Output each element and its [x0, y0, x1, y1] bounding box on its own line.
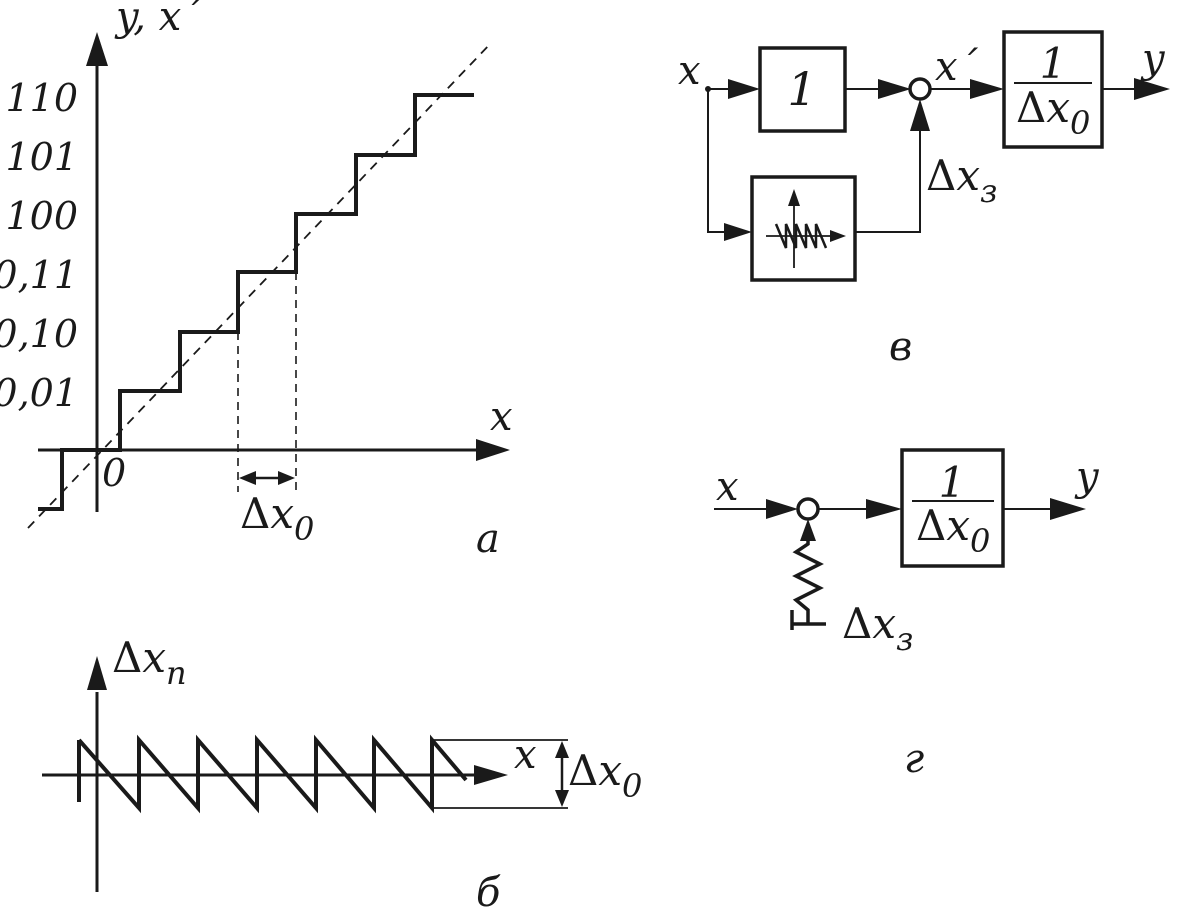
v-noise-label: Δxз	[926, 151, 997, 210]
g-summing-junction	[796, 497, 820, 521]
b-amp-arrow-top-head	[555, 741, 569, 758]
g-gain-numerator: 1	[939, 458, 966, 507]
v-input-arrowhead	[728, 79, 760, 99]
a-tick-label-001: 0,01	[0, 371, 78, 415]
b-y-axis-arrowhead	[87, 656, 107, 690]
b-caption: б	[476, 870, 501, 915]
b-amp-arrow-bottom-head	[555, 790, 569, 807]
a-tick-label-011: 0,11	[0, 253, 78, 297]
panel-a: 110 101 100 0,11 0,10 0,01 y, x´ x 0 Δx0…	[0, 0, 513, 562]
g-input-arrowhead	[766, 499, 798, 519]
a-y-axis-label: y, x´	[114, 0, 202, 40]
g-gain-denominator: Δx0	[916, 501, 990, 560]
g-output-label: y	[1074, 454, 1100, 500]
v-noise-to-sum-arrowhead	[910, 99, 930, 131]
g-noise-source-icon	[790, 519, 826, 630]
v-quantizer-noise-block	[750, 175, 857, 282]
v-sawtooth-symbol-icon	[766, 189, 846, 268]
v-sum-out-label: x´	[935, 44, 979, 90]
v-output-label: y	[1140, 36, 1166, 82]
b-y-axis-label: Δxn	[112, 633, 187, 692]
g-noise-label: Δxз	[842, 599, 913, 658]
v-input-label: x	[678, 48, 701, 94]
g-input-label: x	[716, 464, 739, 510]
g-caption: г	[904, 736, 924, 782]
v-unit-to-sum-arrowhead	[878, 79, 911, 99]
g-output-arrowhead	[1050, 498, 1086, 520]
v-gain-denominator: Δx0	[1016, 83, 1090, 142]
v-noise-block-arrowhead	[724, 223, 752, 241]
b-x-axis-arrowhead	[474, 765, 508, 785]
b-x-axis-label: x	[514, 732, 537, 778]
a-y-axis-arrowhead	[86, 32, 108, 66]
a-step-label: Δx0	[240, 489, 314, 548]
v-gain-numerator: 1	[1040, 39, 1067, 88]
a-tick-label-100: 100	[5, 194, 78, 238]
v-output-arrowhead	[1134, 78, 1170, 100]
a-caption: а	[476, 516, 500, 562]
v-unit-block-text: 1	[787, 62, 816, 116]
panel-b: Δxn x Δx0 б	[42, 633, 642, 915]
a-step-arrow-right-head	[278, 471, 295, 485]
b-amp-label: Δx0	[568, 746, 642, 805]
a-origin-label: 0	[102, 451, 126, 495]
a-tick-label-010: 0,10	[0, 312, 78, 356]
a-quantizer-staircase	[38, 93, 474, 511]
b-sawtooth	[77, 734, 468, 814]
panel-v: x 1 x´ 1 Δx0 y	[678, 30, 1170, 370]
v-noise-to-sum-wire	[855, 128, 921, 233]
v-caption: в	[889, 324, 912, 370]
a-tick-label-110: 110	[5, 76, 78, 120]
a-x-axis-arrowhead	[476, 439, 510, 461]
a-tick-label-101: 101	[5, 135, 78, 179]
g-sum-to-gain-arrowhead	[866, 499, 902, 519]
a-step-arrow-left-head	[239, 471, 256, 485]
panel-g: x 1 Δx0 y Δxз г	[714, 448, 1100, 782]
v-summing-junction	[908, 77, 932, 101]
v-feedforward-wire	[707, 89, 728, 233]
v-sum-to-gain-arrowhead	[970, 79, 1004, 99]
a-x-axis-label: x	[490, 394, 513, 440]
